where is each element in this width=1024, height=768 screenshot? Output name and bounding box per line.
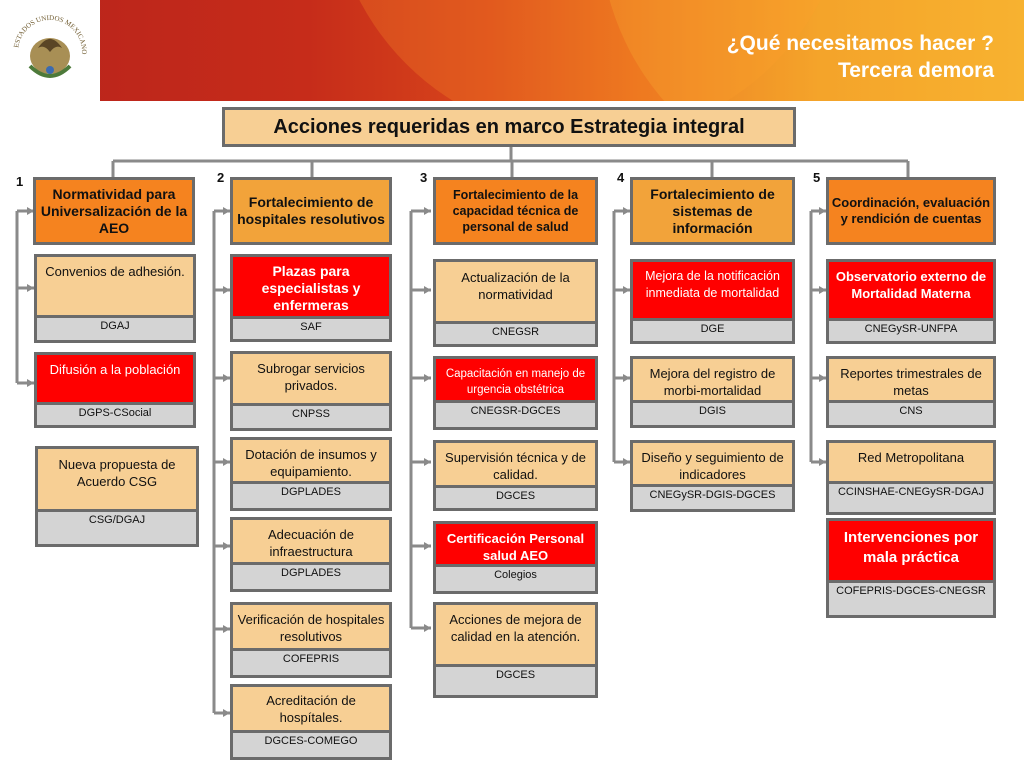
action-text: Actualización de la normatividad <box>461 270 570 302</box>
responsible-label: DGPLADES <box>233 481 389 508</box>
action-text: Intervenciones por mala práctica <box>843 529 979 566</box>
header-banner <box>0 0 1024 101</box>
action-box: Convenios de adhesión. DGAJ <box>34 254 196 343</box>
responsible-label: CNEGSR <box>436 321 595 344</box>
responsible-label: DGCES-COMEGO <box>233 730 389 757</box>
responsible-label: DGIS <box>633 400 792 425</box>
responsible-label: COFEPRIS-DGCES-CNEGSR <box>829 580 993 615</box>
column-number-1: 1 <box>16 174 24 189</box>
responsible-label: CNPSS <box>233 403 389 428</box>
column-4-header: Fortalecimiento de sistemas de informaci… <box>630 177 795 245</box>
main-title-box: Acciones requeridas en marco Estrategia … <box>222 107 796 147</box>
responsible-label: DGCES <box>436 664 595 695</box>
action-box: Intervenciones por mala práctica COFEPRI… <box>826 518 996 618</box>
column-1-header: Normatividad para Universalización de la… <box>33 177 195 245</box>
column-number-5: 5 <box>813 170 821 185</box>
action-box: Nueva propuesta de Acuerdo CSG CSG/DGAJ <box>35 446 199 547</box>
responsible-label: CNEGSR-DGCES <box>436 400 595 427</box>
action-box: Mejora del registro de morbi-mortalidad … <box>630 356 795 428</box>
action-text: Plazas para especialistas y enfermeras <box>261 263 361 313</box>
action-box: Acreditación de hospítales. DGCES-COMEGO <box>230 684 392 760</box>
action-text: Observatorio externo de Mortalidad Mater… <box>835 269 987 301</box>
action-box: Reportes trimestrales de metas CNS <box>826 356 996 428</box>
responsible-label: CNEGySR-UNFPA <box>829 318 993 341</box>
logo-panel: ESTADOS UNIDOS MEXICANOS <box>0 0 100 101</box>
action-text: Mejora del registro de morbi-mortalidad <box>649 366 776 398</box>
action-text: Adecuación de infraestructura <box>267 527 354 559</box>
action-box: Observatorio externo de Mortalidad Mater… <box>826 259 996 344</box>
responsible-label: CCINSHAE-CNEGySR-DGAJ <box>829 481 993 512</box>
responsible-label: DGCES <box>436 485 595 508</box>
action-box: Supervisión técnica y de calidad. DGCES <box>433 440 598 511</box>
action-box: Adecuación de infraestructura DGPLADES <box>230 517 392 592</box>
action-text: Acreditación de hospítales. <box>266 693 356 725</box>
responsible-label: CNS <box>829 400 993 425</box>
action-box: Subrogar servicios privados. CNPSS <box>230 351 392 431</box>
column-5-header: Coordinación, evaluación y rendición de … <box>826 177 996 245</box>
column-number-4: 4 <box>617 170 625 185</box>
action-text: Diseño y seguimiento de indicadores <box>641 450 784 482</box>
action-text: Reportes trimestrales de metas <box>840 366 982 398</box>
action-box: Actualización de la normatividad CNEGSR <box>433 259 598 347</box>
action-text: Convenios de adhesión. <box>45 264 185 279</box>
action-text: Nueva propuesta de Acuerdo CSG <box>58 457 176 489</box>
responsible-label: DGE <box>633 318 792 341</box>
page-title: ¿Qué necesitamos hacer ? Tercera demora <box>727 30 994 84</box>
action-text: Difusión a la población <box>49 362 181 377</box>
column-number-3: 3 <box>420 170 428 185</box>
action-box: Certificación Personal salud AEO Colegio… <box>433 521 598 594</box>
responsible-label: CNEGySR-DGIS-DGCES <box>633 484 792 509</box>
column-number-2: 2 <box>217 170 225 185</box>
responsible-label: COFEPRIS <box>233 648 389 675</box>
column-3-header: Fortalecimiento de la capacidad técnica … <box>433 177 598 245</box>
action-box: Mejora de la notificación inmediata de m… <box>630 259 795 344</box>
action-text: Verificación de hospitales resolutivos <box>237 612 385 644</box>
action-text: Acciones de mejora de calidad en la aten… <box>449 612 582 644</box>
responsible-label: DGPLADES <box>233 562 389 589</box>
action-text: Mejora de la notificación inmediata de m… <box>645 269 780 300</box>
title-line-1: ¿Qué necesitamos hacer ? <box>726 32 994 55</box>
responsible-label: Colegios <box>436 564 595 591</box>
responsible-label: DGPS-CSocial <box>37 402 193 425</box>
action-text: Certificación Personal salud AEO <box>446 531 585 563</box>
responsible-label: CSG/DGAJ <box>38 509 196 544</box>
action-text: Subrogar servicios privados. <box>257 361 365 393</box>
action-box: Acciones de mejora de calidad en la aten… <box>433 602 598 698</box>
action-text: Red Metropolitana <box>857 450 965 465</box>
action-box: Verificación de hospitales resolutivos C… <box>230 602 392 678</box>
mexican-seal-logo: ESTADOS UNIDOS MEXICANOS <box>0 0 88 78</box>
responsible-label: DGAJ <box>37 315 193 340</box>
action-box: Red Metropolitana CCINSHAE-CNEGySR-DGAJ <box>826 440 996 515</box>
title-line-2: Tercera demora <box>837 59 994 82</box>
action-text: Dotación de insumos y equipamiento. <box>245 447 377 479</box>
action-box: Difusión a la población DGPS-CSocial <box>34 352 196 428</box>
column-2-header: Fortalecimiento de hospitales resolutivo… <box>230 177 392 245</box>
action-box: Capacitación en manejo de urgencia obsté… <box>433 356 598 430</box>
action-box: Diseño y seguimiento de indicadores CNEG… <box>630 440 795 512</box>
action-text: Supervisión técnica y de calidad. <box>445 450 586 482</box>
action-box: Dotación de insumos y equipamiento. DGPL… <box>230 437 392 511</box>
action-box: Plazas para especialistas y enfermeras S… <box>230 254 392 342</box>
responsible-label: SAF <box>233 316 389 339</box>
action-text: Capacitación en manejo de urgencia obsté… <box>445 368 586 396</box>
